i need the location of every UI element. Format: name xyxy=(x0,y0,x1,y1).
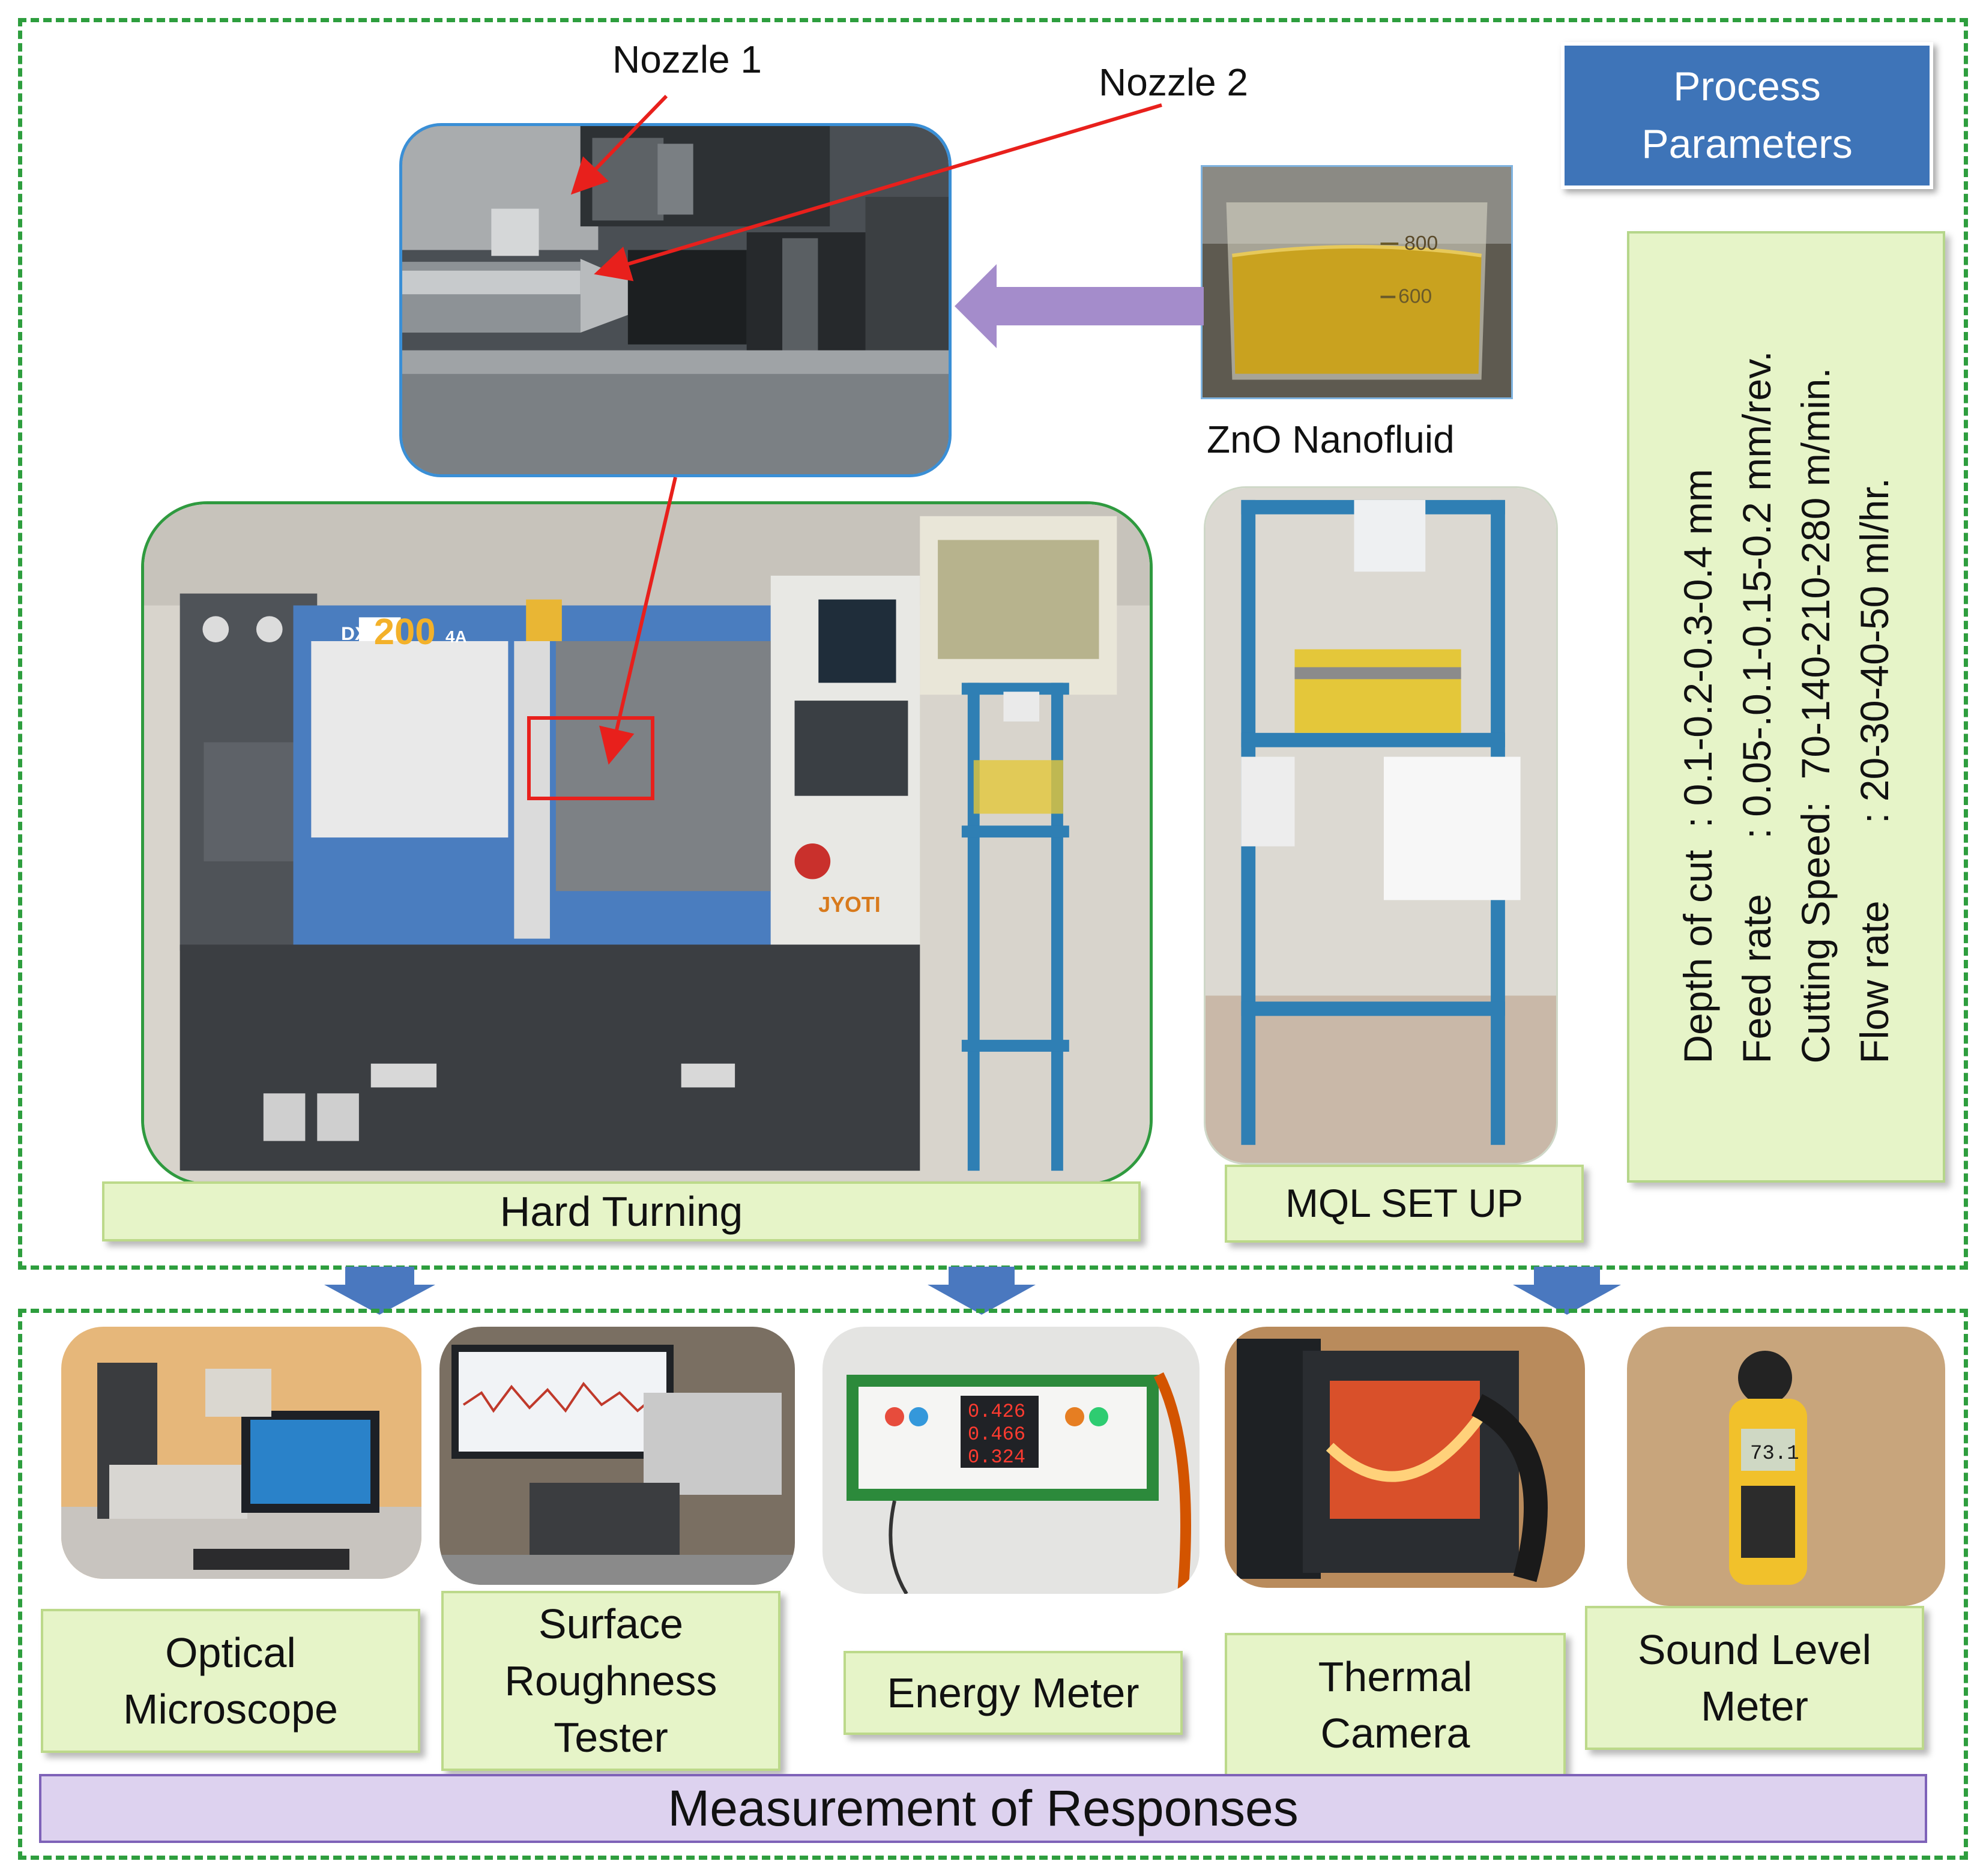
nozzle-1-callout: Nozzle 1 xyxy=(612,38,762,81)
beaker-image: 800 600 xyxy=(1203,167,1511,397)
nozzle-2-callout: Nozzle 2 xyxy=(1099,61,1248,104)
optical-microscope-line2: Microscope xyxy=(123,1686,338,1733)
workpiece-highlight-box xyxy=(527,716,654,800)
surface-roughness-tester-photo xyxy=(439,1327,795,1585)
param-feed-rate: Feed rate : 0.05-.0.1-0.15-0.2 mm/rev. xyxy=(1734,350,1779,1064)
nanofluid-beaker-photo: 800 600 xyxy=(1201,165,1513,399)
optical-microscope-photo xyxy=(61,1327,421,1579)
process-parameters-list: Depth of cut : 0.1-0.2-0.3-0.4 mm Feed r… xyxy=(1668,351,1904,1063)
mql-stand-image xyxy=(1206,488,1556,1163)
energy-meter-label: Energy Meter xyxy=(844,1651,1183,1735)
surface-roughness-line3: Tester xyxy=(554,1714,668,1761)
hard-turning-machine-photo: DX 200 4A JYOTI xyxy=(141,501,1153,1186)
mql-setup-photo xyxy=(1204,486,1558,1165)
down-arrows-layer xyxy=(324,1267,1621,1315)
thermal-camera-line2: Camera xyxy=(1320,1710,1470,1757)
energy-reading-1: 0.426 xyxy=(968,1401,1025,1423)
thermal-camera-photo xyxy=(1225,1327,1585,1588)
surface-roughness-tester-label: Surface Roughness Tester xyxy=(441,1591,780,1771)
beaker-mark-600: 600 xyxy=(1398,286,1432,308)
thermal-camera-label: Thermal Camera xyxy=(1225,1633,1566,1777)
process-parameters-box: Depth of cut : 0.1-0.2-0.3-0.4 mm Feed r… xyxy=(1627,231,1945,1183)
machine-model-prefix: DX xyxy=(341,623,367,644)
machine-model-number: 200 xyxy=(374,611,436,653)
cnc-lathe-image: DX 200 4A JYOTI xyxy=(144,504,1150,1183)
energy-meter-line1: Energy Meter xyxy=(887,1669,1139,1716)
param-flow-rate: Flow rate : 20-30-40-50 ml/hr. xyxy=(1852,477,1897,1064)
surface-roughness-line1: Surface xyxy=(538,1600,684,1648)
sound-meter-reading: 73.1 xyxy=(1750,1443,1799,1465)
measurement-region xyxy=(18,1309,1968,1860)
optical-microscope-line1: Optical xyxy=(165,1629,296,1676)
microscope-image xyxy=(61,1327,421,1579)
sound-level-meter-label: Sound Level Meter xyxy=(1585,1606,1924,1750)
thermal-camera-image xyxy=(1225,1327,1585,1588)
nozzle-closeup-image xyxy=(402,126,949,474)
hard-turning-label: Hard Turning xyxy=(102,1181,1141,1241)
process-title-line2: Parameters xyxy=(1641,121,1853,167)
mql-setup-label: MQL SET UP xyxy=(1225,1165,1584,1243)
energy-meter-image: 0.426 0.466 0.324 xyxy=(822,1327,1200,1594)
down-arrow-right xyxy=(1513,1267,1621,1315)
down-arrow-center xyxy=(928,1267,1036,1315)
energy-reading-2: 0.466 xyxy=(968,1423,1025,1446)
machine-model-suffix: 4A xyxy=(445,627,467,646)
energy-meter-photo: 0.426 0.466 0.324 xyxy=(822,1327,1200,1594)
process-parameters-title: Process Parameters xyxy=(1561,42,1933,189)
sound-level-meter-photo: 73.1 xyxy=(1627,1327,1945,1606)
down-arrow-left xyxy=(324,1267,435,1315)
optical-microscope-label: Optical Microscope xyxy=(41,1609,420,1753)
energy-reading-3: 0.324 xyxy=(968,1446,1025,1468)
param-cutting-speed: Cutting Speed: 70-140-210-280 m/min. xyxy=(1793,367,1838,1064)
param-depth-of-cut: Depth of cut : 0.1-0.2-0.3-0.4 mm xyxy=(1676,468,1720,1064)
nanofluid-caption: ZnO Nanofluid xyxy=(1207,418,1455,461)
measurement-of-responses-bar: Measurement of Responses xyxy=(39,1774,1927,1843)
sound-level-meter-line2: Meter xyxy=(1701,1683,1808,1730)
machine-brand: JYOTI xyxy=(818,893,880,917)
nozzle-closeup-photo xyxy=(399,123,952,477)
sound-level-meter-line1: Sound Level xyxy=(1637,1626,1872,1673)
thermal-camera-line1: Thermal xyxy=(1318,1653,1473,1700)
surface-roughness-line2: Roughness xyxy=(504,1657,717,1704)
roughness-tester-image xyxy=(439,1327,795,1585)
beaker-mark-800: 800 xyxy=(1404,232,1438,255)
process-title-line1: Process xyxy=(1673,64,1821,110)
sound-meter-image: 73.1 xyxy=(1627,1327,1945,1606)
